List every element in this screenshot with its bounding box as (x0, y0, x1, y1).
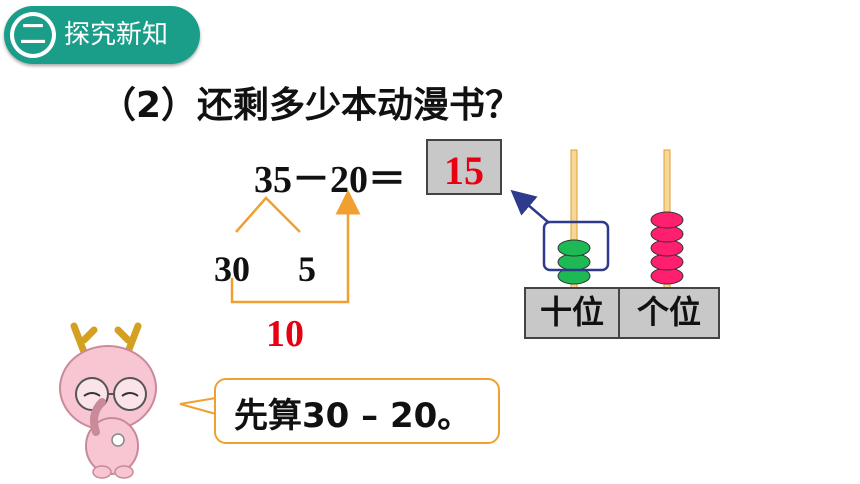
section-number-circle: 二 (10, 12, 56, 58)
speech-bubble: 先算30 – 20。 (214, 378, 500, 444)
section-title: 探究新知 (64, 20, 169, 50)
intermediate-result: 10 (266, 313, 304, 355)
tens-to-answer-arrow (510, 189, 549, 223)
ones-place-label: 个位 (618, 287, 720, 339)
subtract-bracket-arrow (230, 189, 361, 304)
equation-expression: 35－20＝ (254, 159, 407, 201)
question-text: （2）还剩多少本动漫书？ (100, 85, 522, 126)
answer-box: 15 (426, 139, 502, 195)
bubble-tail (179, 396, 217, 416)
ones-bead (650, 211, 684, 229)
section-badge: 二 探究新知 (4, 6, 200, 64)
tens-beads (557, 239, 591, 285)
split-lines (235, 196, 301, 233)
tens-highlight-box (542, 220, 610, 272)
section-number: 二 (14, 16, 52, 54)
tens-bead (557, 239, 591, 257)
speech-text: 先算30 – 20。 (234, 396, 472, 436)
cartoon-character-icon (59, 322, 157, 479)
decomp-ones: 5 (298, 249, 316, 289)
ones-beads (650, 211, 684, 285)
answer-value: 15 (444, 148, 484, 193)
tens-place-label: 十位 (524, 287, 620, 339)
